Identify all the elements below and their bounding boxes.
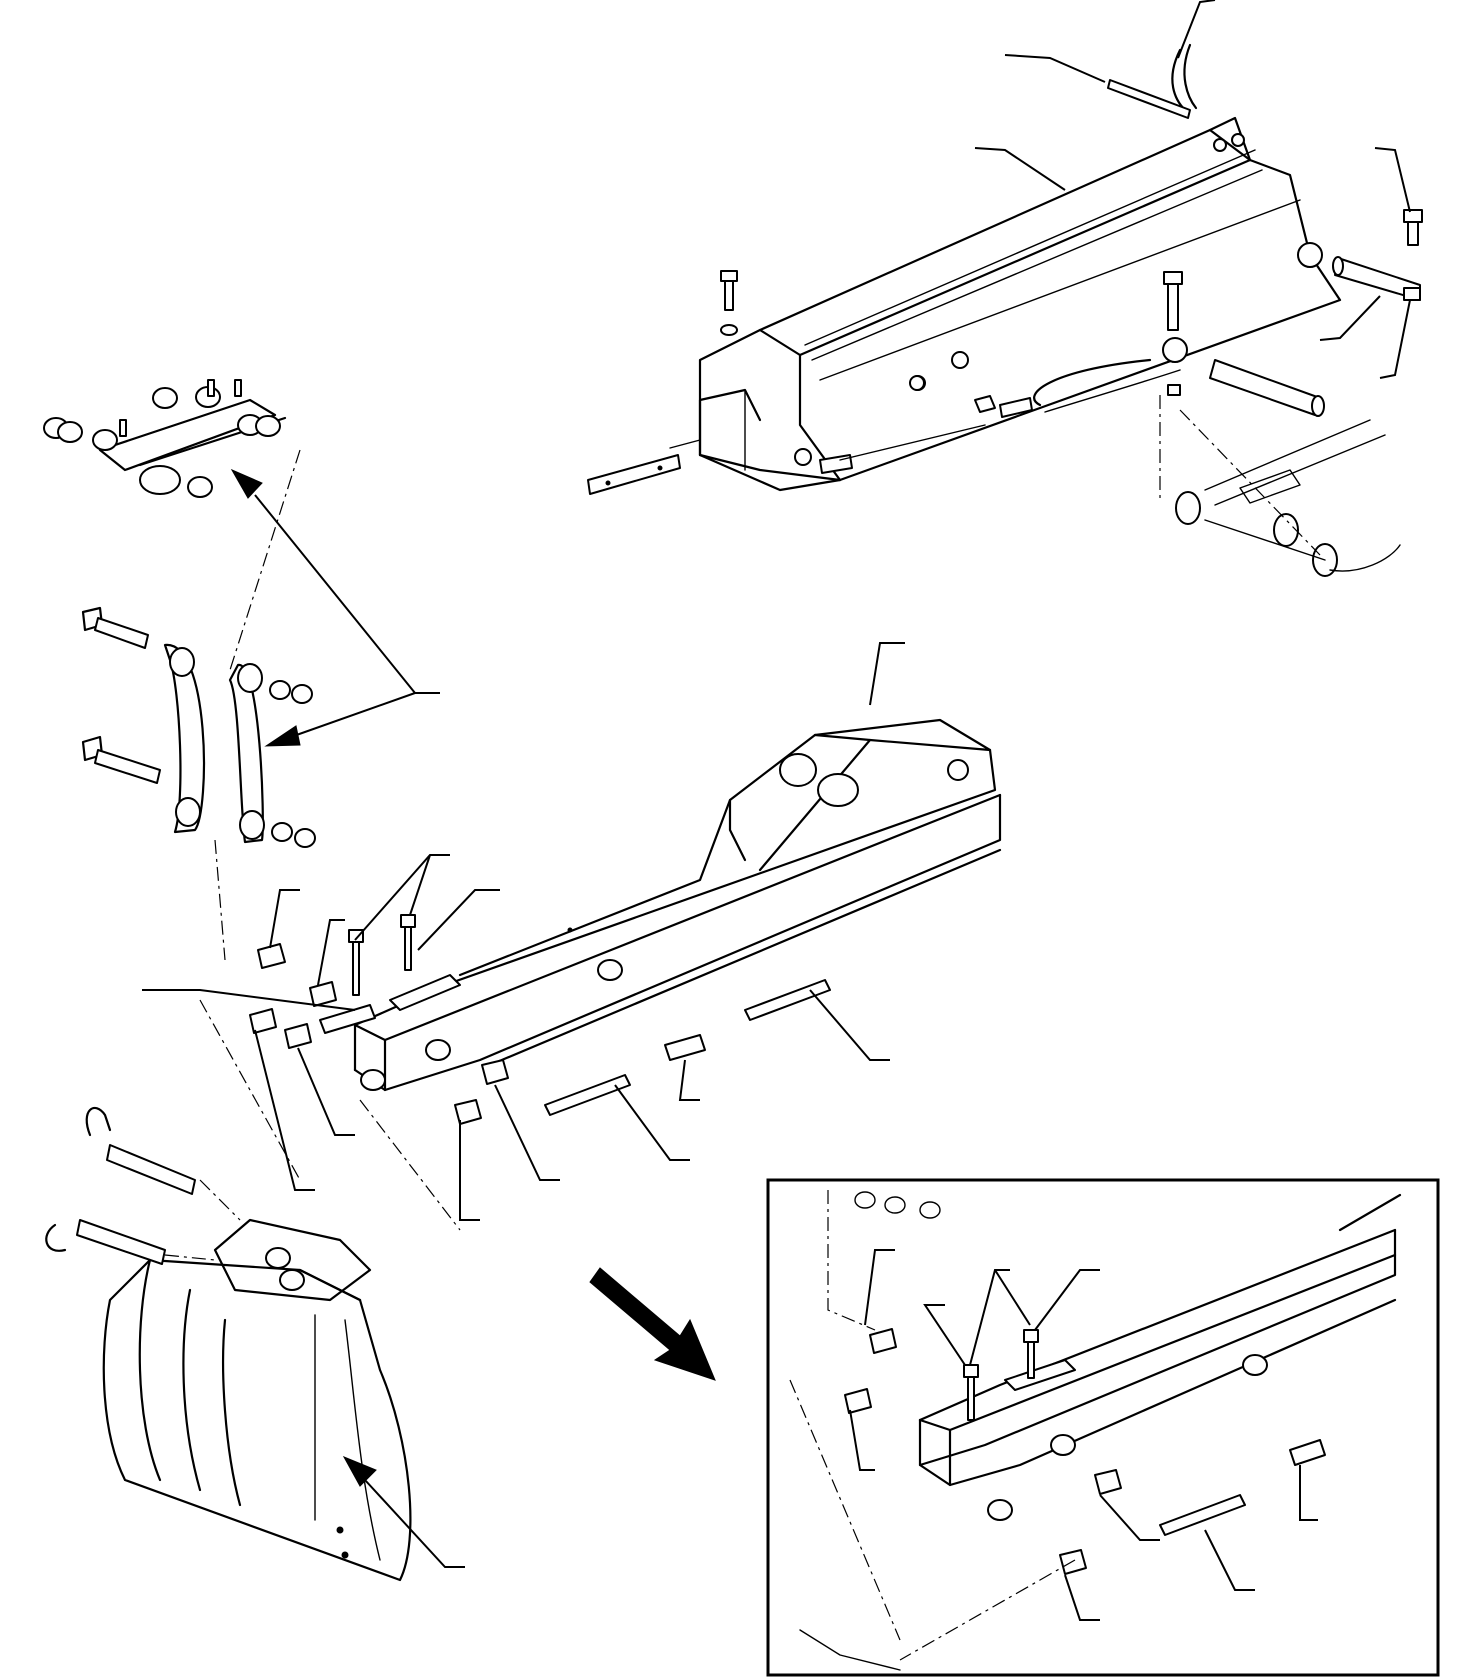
bushings-and-fittings (249, 914, 831, 1125)
pin-and-link-plates (81, 449, 316, 961)
leader-lines-center (142, 642, 905, 1231)
upper-boom-assembly (587, 43, 1423, 577)
detail-inset (766, 1178, 1440, 1677)
arrow-to-link-group (230, 468, 465, 1568)
link-assembly (43, 379, 287, 498)
bucket (45, 1107, 412, 1582)
leader-lines-top (669, 0, 1411, 461)
dipper-stick (319, 718, 1002, 1092)
detail-view-arrow (589, 1267, 716, 1381)
